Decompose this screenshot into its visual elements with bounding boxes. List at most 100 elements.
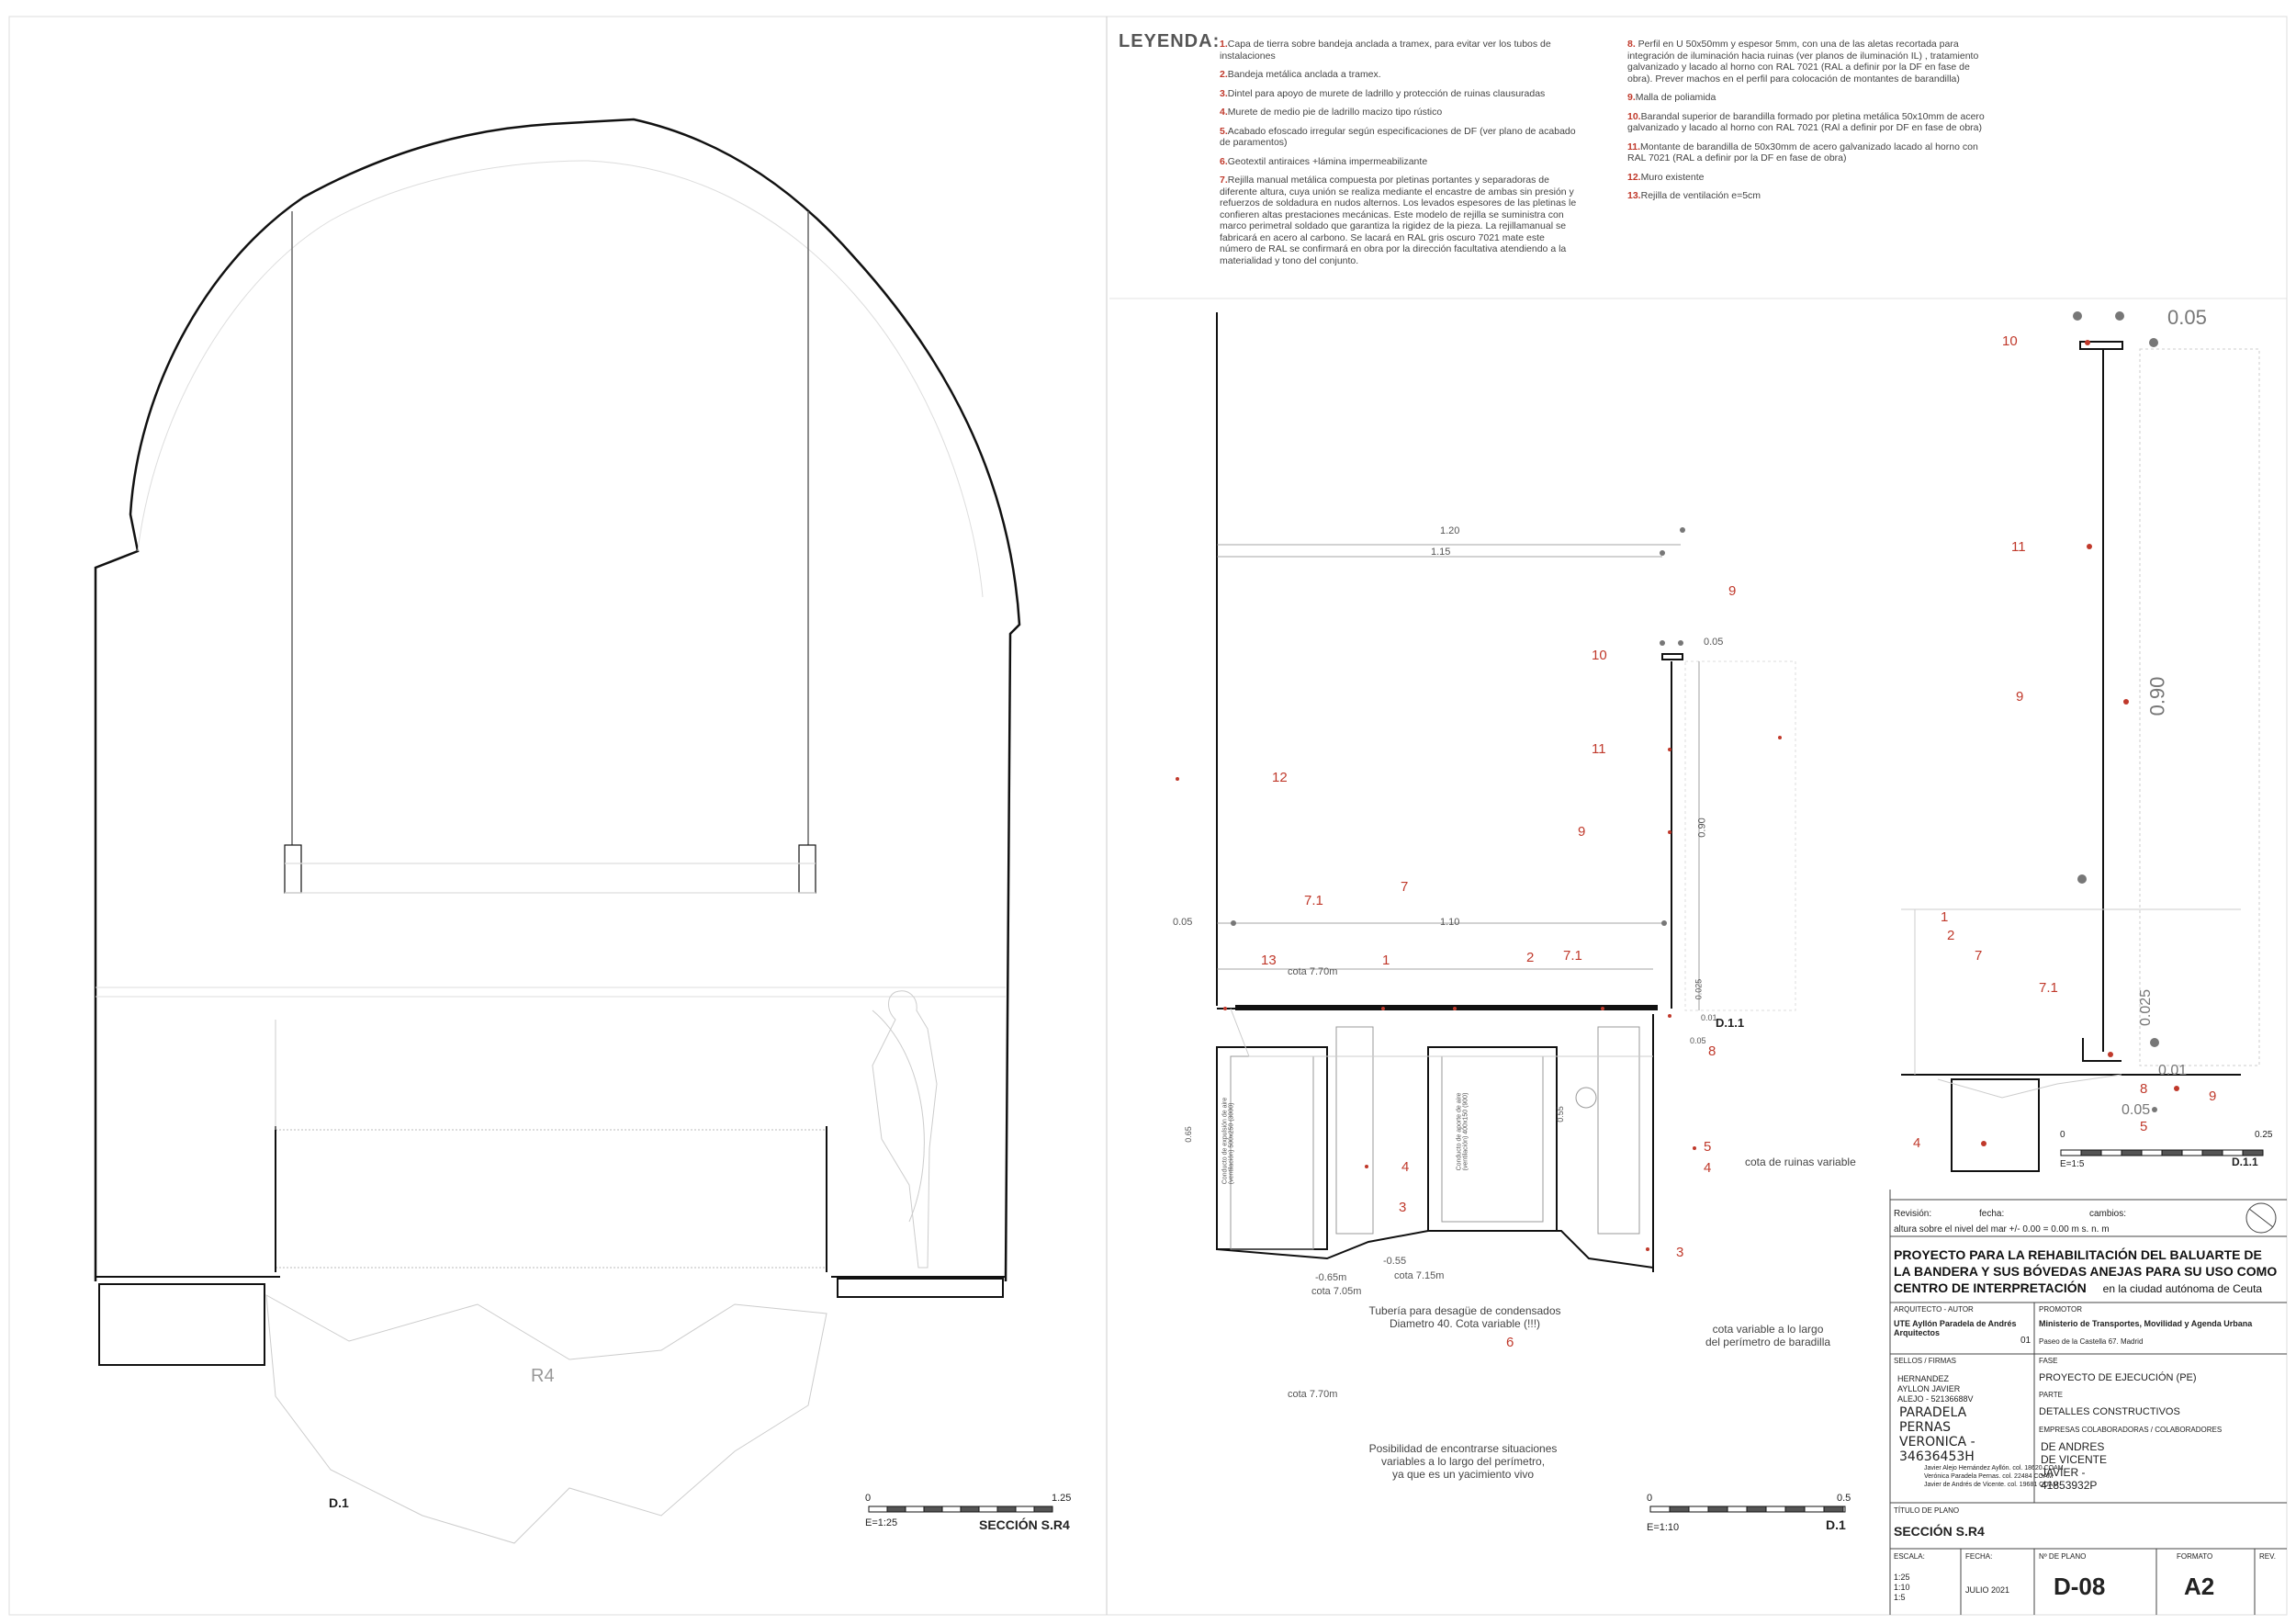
d11-callout-2: 2 — [1947, 928, 1955, 943]
callout-7: 7 — [1401, 879, 1409, 895]
callout-11: 11 — [1592, 741, 1606, 757]
pipe-note: Tubería para desagüe de condensados Diam… — [1368, 1304, 1561, 1330]
legend-item-1: 1.Capa de tierra sobre bandeja anclada a… — [1220, 39, 1551, 62]
legend-item-10: 10.Barandal superior de barandilla forma… — [1627, 110, 1985, 134]
d11-callout-7-1: 7.1 — [2039, 980, 2058, 996]
parte-value: DETALLES CONSTRUCTIVOS — [2039, 1406, 2180, 1417]
fase-value: PROYECTO DE EJECUCIÓN (PE) — [2039, 1372, 2197, 1383]
callout-9b: 9 — [1728, 583, 1737, 599]
legend-column-right: 8. Perfil en U 50x50mm y espesor 5mm, co… — [1627, 39, 1986, 209]
dim-0-05-left: 0.05 — [1173, 917, 1193, 928]
legend-item-2: 2.Bandeja metálica anclada a tramex. — [1220, 69, 1381, 80]
legend-column-left: 1.Capa de tierra sobre bandeja anclada a… — [1220, 39, 1578, 274]
callout-3a: 3 — [1399, 1200, 1407, 1215]
left-scale-end: 1.25 — [1052, 1493, 1072, 1504]
dim-0-01: 0.01 — [1701, 1013, 1717, 1022]
dim-0-025: 0.025 — [1694, 978, 1704, 1000]
d1-scale-start: 0 — [1647, 1493, 1653, 1504]
duct-1-label: Conducto de expulsión de aire (ventilaci… — [1221, 1097, 1235, 1185]
dim-0-05-top: 0.05 — [1704, 637, 1724, 648]
d11-dim-0-05-bottom: 0.05 — [2122, 1102, 2151, 1118]
d11-callout-8: 8 — [2140, 1081, 2148, 1097]
title-block-frame — [1890, 1199, 2287, 1615]
dim-1-20: 1.20 — [1440, 525, 1460, 536]
signers-list: Javier Alejo Hernández Ayllón. col. 1862… — [1924, 1465, 2064, 1488]
d11-scale-end: 0.25 — [2255, 1130, 2273, 1140]
level-7-70-top: cota 7.70m — [1288, 966, 1338, 977]
callout-9a: 9 — [1578, 824, 1586, 840]
callout-3b: 3 — [1676, 1245, 1684, 1260]
escala-value: 1:25 1:10 1:5 — [1894, 1573, 1910, 1602]
section-title: SECCIÓN S.R4 — [979, 1517, 1070, 1532]
callout-8: 8 — [1708, 1043, 1716, 1059]
d1-scale-end: 0.5 — [1837, 1493, 1851, 1504]
d11-callout-9a: 9 — [2016, 689, 2024, 705]
dim-0-05-bottom: 0.05 — [1690, 1036, 1706, 1045]
d11-callout-11: 11 — [2011, 539, 2026, 555]
perimeter-note: cota variable a lo largo del perímetro d… — [1705, 1323, 1831, 1348]
signature-3: DE ANDRES DE VICENTE JAVIER - 41853932P — [2041, 1440, 2108, 1492]
detail-d11-geometry — [1901, 341, 2241, 1172]
legend-item-5: 5.Acabado efoscado irregular según espec… — [1220, 125, 1576, 149]
left-scale-label: E=1:25 — [865, 1517, 898, 1528]
formato-value: A2 — [2184, 1573, 2215, 1600]
promoter-address: Paseo de la Castella 67. Madrid — [2039, 1337, 2144, 1346]
d1-ref: D.1 — [1826, 1517, 1846, 1532]
legend-item-11: 11.Montante de barandilla de 50x30mm de … — [1627, 141, 1978, 164]
callout-10: 10 — [1592, 648, 1607, 663]
legend-item-13: 13.Rejilla de ventilación e=5cm — [1627, 190, 1761, 201]
callout-1: 1 — [1382, 953, 1390, 968]
promoter-label: PROMOTOR — [2039, 1305, 2082, 1314]
dim-0-90: 0.90 — [1696, 818, 1708, 838]
vault-section — [94, 118, 1021, 1282]
altitude-text: altura sobre el nivel del mar +/- 0.00 =… — [1894, 1224, 2110, 1235]
escala-label: ESCALA: — [1894, 1552, 1925, 1561]
d11-scale-label: E=1:5 — [2060, 1159, 2085, 1169]
d11-ref: D.1.1 — [2232, 1156, 2258, 1168]
legend-item-7: 7.Rejilla manual metálica compuesta por … — [1220, 175, 1577, 266]
promoter-num: 01 — [2020, 1336, 2032, 1346]
callout-7-1b: 7.1 — [1563, 948, 1582, 964]
callout-4a: 4 — [1401, 1159, 1410, 1175]
sellos-label: SELLOS / FIRMAS — [1894, 1357, 1957, 1365]
legend-item-4: 4.Murete de medio pie de ladrillo macizo… — [1220, 107, 1443, 118]
plan-title: SECCIÓN S.R4 — [1894, 1524, 1985, 1539]
ruins-note: cota de ruinas variable — [1745, 1156, 1856, 1168]
legend-item-12: 12.Muro existente — [1627, 171, 1705, 183]
dim-0-65: 0.65 — [1183, 1126, 1193, 1143]
project-place: en la ciudad autónoma de Ceuta — [2102, 1282, 2263, 1295]
callout-2: 2 — [1526, 950, 1535, 965]
architect-label: ARQUITECTO - AUTOR — [1894, 1305, 1974, 1314]
dim-0-55: 0.55 — [1555, 1106, 1565, 1122]
legend-item-8: 8. Perfil en U 50x50mm y espesor 5mm, co… — [1627, 39, 1979, 85]
parte-label: PARTE — [2039, 1391, 2063, 1399]
architect-name: UTE Ayllón Paradela de Andrés Arquitecto… — [1894, 1319, 2017, 1337]
d11-dim-0-01: 0.01 — [2158, 1063, 2188, 1078]
cambios-label: cambios: — [2089, 1209, 2127, 1219]
d11-callout-5: 5 — [2140, 1119, 2148, 1134]
fecha2-label: FECHA: — [1965, 1552, 1993, 1561]
promoter-name: Ministerio de Transportes, Movilidad y A… — [2039, 1319, 2253, 1328]
level-neg-0-55: -0.55 — [1383, 1256, 1407, 1267]
duct-2-label: Conducto de aporte de aire (ventilación)… — [1456, 1092, 1469, 1171]
d11-callout-4: 4 — [1913, 1135, 1921, 1151]
callout-7-1a: 7.1 — [1304, 893, 1323, 908]
plano-number: D-08 — [2054, 1573, 2106, 1600]
level-7-15: cota 7.15m — [1394, 1270, 1445, 1281]
dim-1-10: 1.10 — [1440, 917, 1460, 928]
d11-dim-0-90: 0.90 — [2145, 676, 2169, 716]
d11-callout-9b: 9 — [2209, 1088, 2217, 1104]
dim-1-15: 1.15 — [1431, 547, 1451, 558]
project-title: PROYECTO PARA LA REHABILITACIÓN DEL BALU… — [1894, 1247, 2278, 1295]
d11-callout-7: 7 — [1975, 948, 1983, 964]
fecha2-value: JULIO 2021 — [1965, 1585, 2010, 1595]
empresas-label: EMPRESAS COLABORADORAS / COLABORADORES — [2039, 1426, 2223, 1434]
fase-label: FASE — [2039, 1357, 2058, 1365]
rev-label: REV. — [2259, 1552, 2276, 1561]
signature-1: HERNANDEZ AYLLON JAVIER ALEJO - 52136688… — [1897, 1374, 1974, 1404]
fecha-label: fecha: — [1979, 1209, 2005, 1219]
site-note: Posibilidad de encontrarse situaciones v… — [1368, 1442, 1558, 1481]
callout-5: 5 — [1704, 1139, 1712, 1155]
callout-13: 13 — [1261, 953, 1277, 968]
